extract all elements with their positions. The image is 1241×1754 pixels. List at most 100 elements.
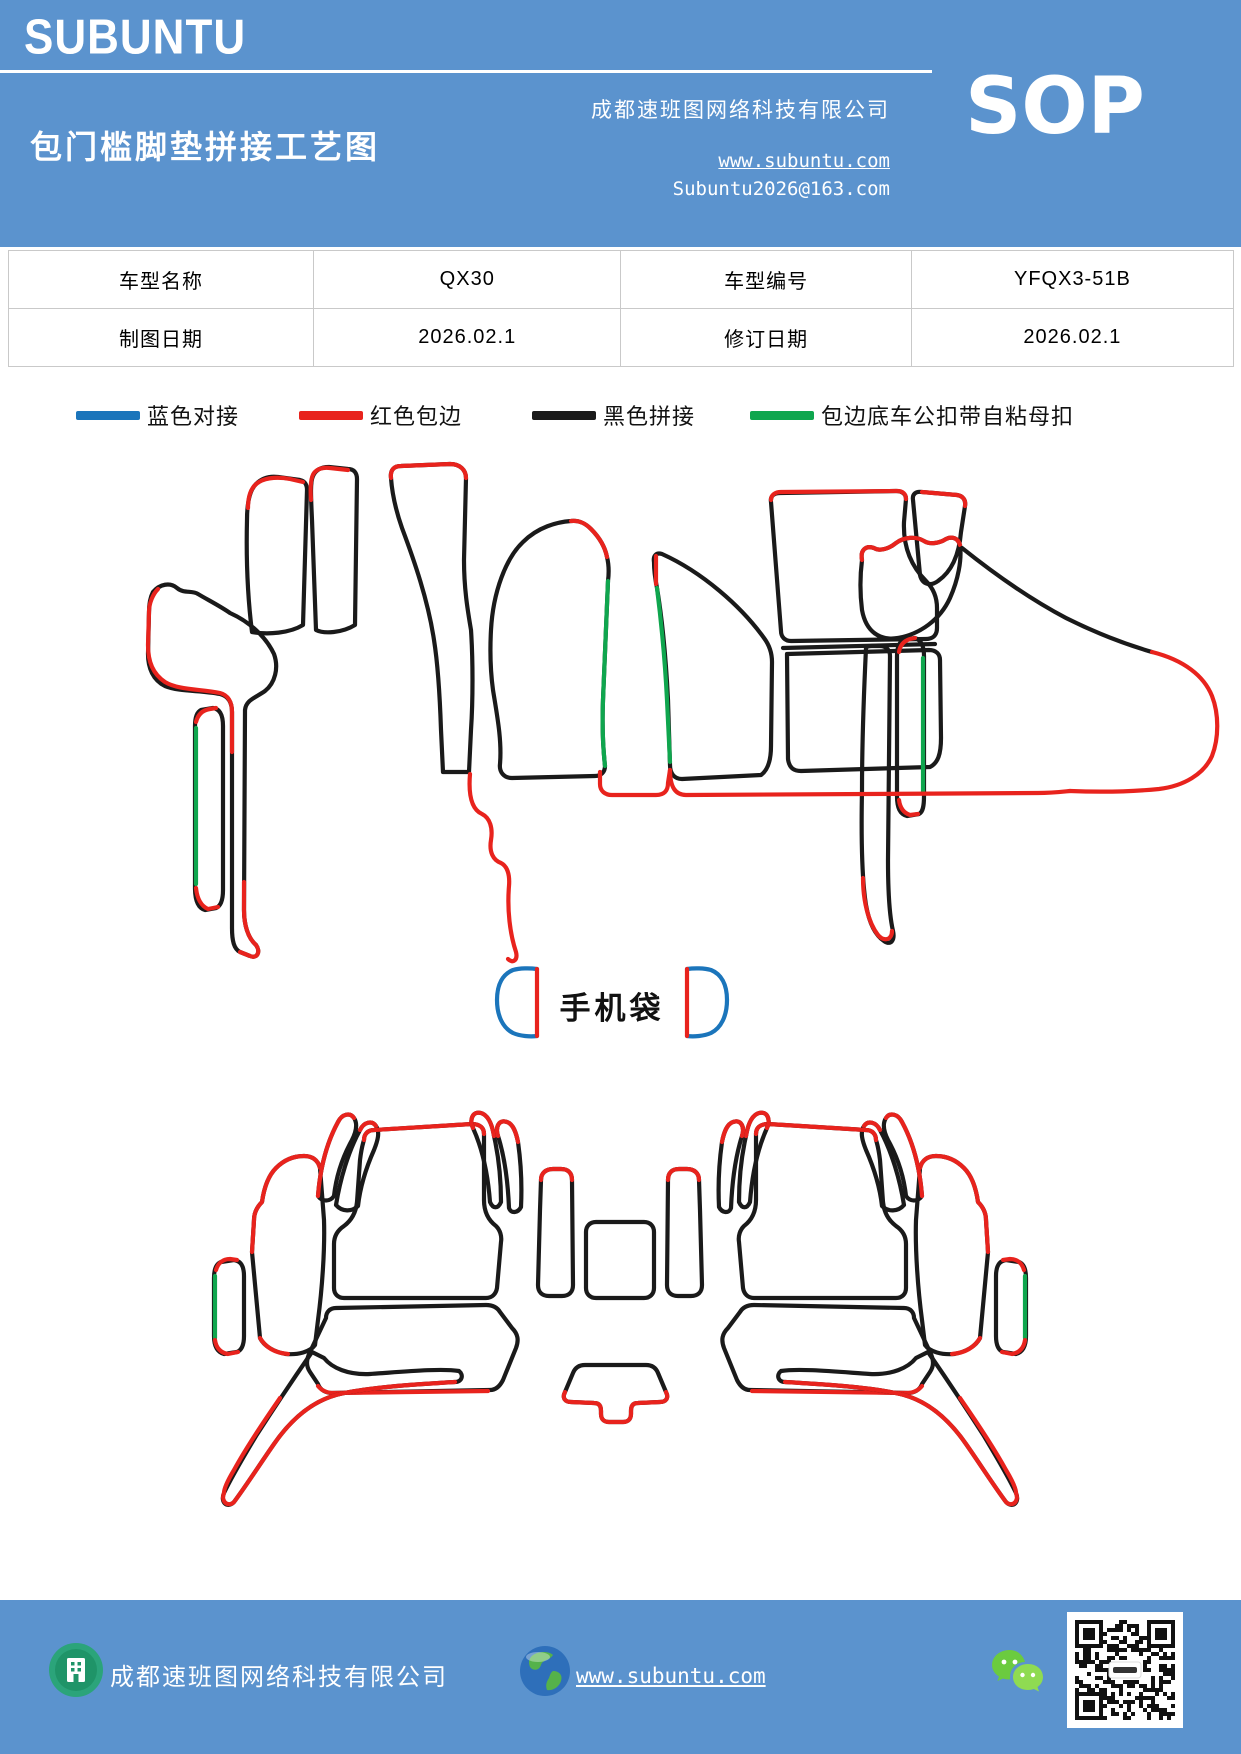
mat-piece-right-triangle: [910, 489, 968, 587]
mat-piece-left-sill-strip: [192, 705, 226, 913]
legend-label: 黑色拼接: [603, 404, 696, 429]
rear-left-tab-column: [535, 1166, 576, 1299]
legend-item-red: 红色包边: [299, 400, 462, 430]
rear-mat-left-group: [211, 1110, 576, 1507]
header-email: Subuntu2026@163.com: [672, 178, 890, 200]
front-mat-group: [145, 461, 1220, 964]
phone-bag-label: 手机袋: [559, 991, 665, 1026]
rear-center-bowtie-red-bottom: [561, 1389, 670, 1425]
rear-left-leg-red-upper: [221, 1395, 283, 1507]
rear-left-strip-red-top: [213, 1256, 240, 1273]
legend-label: 蓝色对接: [147, 404, 240, 429]
model-code-label: 车型编号: [620, 250, 912, 309]
front-mat-red-hem-step: [597, 767, 673, 798]
model-code-value: YFQX3-51B: [910, 250, 1235, 309]
finger-1-red-top: [245, 475, 306, 511]
table-row: 车型名称 QX30 车型编号 YFQX3-51B: [7, 250, 1235, 309]
qr-code: [1067, 1612, 1183, 1728]
company-logo: SUBUNTU: [24, 10, 247, 65]
draw-date-value: 2026.02.1: [313, 308, 622, 367]
mat-piece-front-tall: [388, 461, 475, 775]
mat-piece-fender: [858, 535, 963, 641]
phone-bag-right-bracket-blue: [684, 966, 730, 1039]
right-strip-red-top-cap: [896, 635, 918, 655]
fender-red-wavy-top: [859, 535, 963, 563]
legend-label: 包边底车公扣带自粘母扣: [821, 404, 1075, 429]
header-company-name: 成都速班图网络科技有限公司: [591, 98, 890, 122]
rear-left-trapezoid: [304, 1302, 520, 1396]
vehicle-info-table: 车型名称 QX30 车型编号 YFQX3-51B 制图日期 2026.02.1 …: [7, 250, 1235, 367]
qr-finder-patterns: [1075, 1620, 1175, 1720]
mat-piece-right-lower: [784, 647, 944, 774]
right-quad-red-top: [768, 488, 909, 503]
page-title: 包门槛脚垫拼接工艺图: [30, 129, 381, 165]
phone-bag-group: [494, 966, 730, 1039]
rear-left-trapezoid-red-bottom: [315, 1383, 491, 1396]
rear-left-outer-red-bottom: [257, 1335, 291, 1357]
mat-piece-tunnel-right: [651, 551, 775, 782]
rear-left-inner-horn-2-red: [494, 1119, 521, 1145]
rear-center-bowtie: [561, 1362, 670, 1425]
mat-piece-right-quad: [768, 488, 940, 644]
model-name-label: 车型名称: [7, 250, 315, 309]
finger-2-red-top: [308, 465, 351, 503]
right-curl-red: [1067, 649, 1220, 794]
header-banner: SUBUNTU 包门槛脚垫拼接工艺图 成都速班图网络科技有限公司 www.sub…: [0, 0, 1241, 247]
right-curl-black: [959, 545, 1155, 655]
rear-left-sill-strip: [211, 1257, 247, 1357]
left-strip-red-top-cap: [193, 705, 219, 725]
rear-left-main-mat: [331, 1121, 504, 1301]
right-triangle-red-top: [919, 489, 968, 509]
rear-left-strip-red-bottom: [212, 1337, 241, 1357]
legend-item-black: 黑色拼接: [532, 400, 695, 430]
draw-date-label: 制图日期: [7, 308, 315, 367]
left-strip-red-bottom-cap: [193, 885, 221, 912]
rear-mat-center-group: [561, 1219, 670, 1425]
front-tall-red-top: [388, 461, 469, 481]
green-line-swatch: [750, 410, 814, 420]
blue-line-swatch: [76, 410, 140, 420]
red-line-swatch: [299, 410, 363, 420]
footer-website-link[interactable]: www.subuntu.com: [576, 1664, 766, 1688]
qr-pattern: [1075, 1620, 1175, 1720]
revise-date-value: 2026.02.1: [910, 308, 1235, 367]
header-divider: [0, 70, 932, 73]
revise-date-label: 修订日期: [620, 308, 912, 367]
mat-piece-finger-2: [308, 464, 360, 635]
mat-piece-tunnel-left: [488, 518, 611, 781]
legend-label: 红色包边: [370, 404, 463, 429]
rear-left-tab-red-cap: [538, 1166, 575, 1183]
tunnel-left-green-edge: [600, 578, 611, 769]
front-mat-red-tail: [467, 771, 519, 964]
left-hook-red-tip: [237, 879, 261, 959]
mat-piece-right-neck: [859, 643, 896, 945]
legend-item-blue: 蓝色对接: [76, 400, 239, 430]
left-hook-red-edge: [145, 586, 235, 755]
sop-badge: SOP: [965, 62, 1145, 152]
table-row: 制图日期 2026.02.1 修订日期 2026.02.1: [7, 308, 1235, 367]
black-line-swatch: [532, 410, 596, 420]
rear-center-column: [583, 1219, 657, 1301]
legend: 蓝色对接 红色包边 黑色拼接 包边底车公扣带自粘母扣: [0, 400, 1241, 430]
tunnel-right-green-edge: [654, 585, 673, 765]
rear-left-leg-red-lower: [231, 1379, 458, 1505]
mat-piece-finger-1: [244, 474, 310, 636]
header-website-link[interactable]: www.subuntu.com: [718, 150, 890, 172]
rear-mat-right-group: [667, 1113, 1026, 1505]
rear-left-outer-red-edge: [249, 1153, 323, 1255]
footer-company-name: 成都速班图网络科技有限公司: [110, 1665, 448, 1691]
rear-left-outer-piece: [249, 1153, 327, 1357]
model-name-value: QX30: [313, 250, 622, 309]
wechat-icon: [992, 1650, 1043, 1692]
mat-piece-right-sill-strip: [894, 635, 927, 819]
phone-bag-left-bracket-blue: [494, 966, 540, 1039]
right-strip-red-bottom-cap: [896, 797, 921, 818]
building-icon: [49, 1643, 103, 1697]
globe-icon: [520, 1646, 570, 1696]
rear-left-horn-2-red: [357, 1120, 379, 1133]
rear-left-main-red-top: [361, 1121, 487, 1143]
front-mat-red-hem: [667, 767, 1073, 798]
rear-left-horn-1-red: [315, 1112, 357, 1199]
